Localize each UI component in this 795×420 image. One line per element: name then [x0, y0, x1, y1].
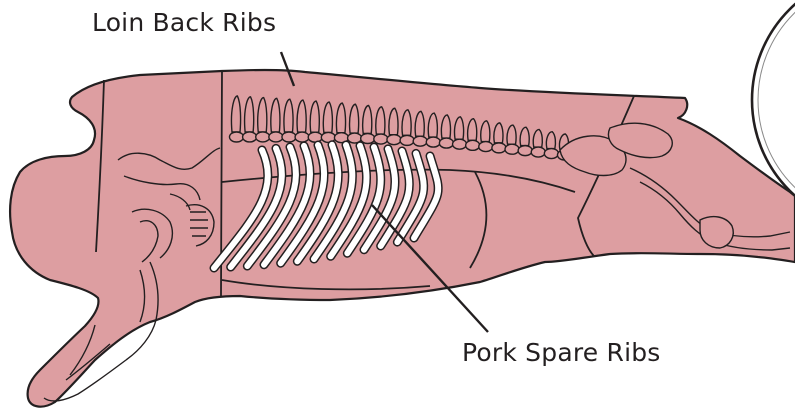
vertebra-body [269, 132, 283, 142]
vertebra-body [243, 132, 257, 142]
vertebra-body [374, 134, 388, 144]
loin-back-ribs-label: Loin Back Ribs [92, 8, 276, 37]
vertebra-body [295, 132, 309, 142]
vertebra-body [361, 133, 375, 143]
vertebra-body [387, 135, 401, 145]
vertebra-body [256, 132, 270, 142]
vertebra-body [492, 143, 506, 153]
vertebra-body [400, 135, 414, 145]
vertebra-body [308, 132, 322, 142]
vertebra-body [282, 132, 296, 142]
vertebra-body [518, 146, 532, 156]
vertebra-body [453, 139, 467, 149]
vertebra-body [505, 144, 519, 154]
vertebra-body [230, 132, 244, 142]
vertebra-body [466, 140, 480, 150]
vertebra-body [439, 138, 453, 148]
vertebra-body [531, 147, 545, 157]
vertebra-body [544, 149, 558, 159]
vertebra-body [426, 137, 440, 147]
vertebra-body [413, 136, 427, 146]
vertebra-body [479, 142, 493, 152]
pork-spare-ribs-label: Pork Spare Ribs [462, 338, 661, 367]
